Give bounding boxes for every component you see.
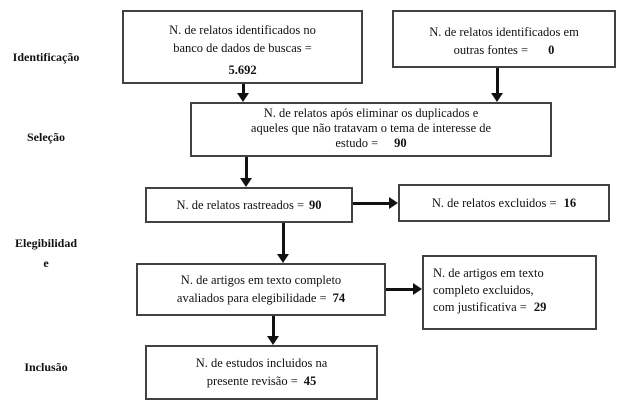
arrow-head	[389, 197, 398, 209]
box-after-duplicates-removed: N. de relatos após eliminar os duplicado…	[190, 102, 552, 157]
box-value: 5.692	[228, 63, 257, 77]
box-value: 0	[548, 43, 555, 57]
arrow-shaft	[244, 157, 248, 179]
box-text: avaliados para elegibilidade =	[176, 291, 327, 305]
box-value: 16	[563, 196, 577, 210]
box-text: estudo =	[335, 136, 379, 150]
box-text-line: N. de relatos rastreados = 90	[177, 196, 322, 214]
box-text-line: N. de relatos identificados em	[429, 25, 579, 39]
box-text: N. de relatos rastreados =	[176, 198, 305, 212]
box-text: presente revisão =	[206, 374, 298, 388]
stage-label-identification: Identificação	[12, 50, 80, 64]
box-text-line: estudo = 90	[192, 136, 550, 151]
box-fulltext-excluded: N. de artigos em texto completo excluido…	[422, 255, 597, 330]
box-text-line: presente revisão = 45	[147, 372, 376, 390]
arrow-shaft	[281, 223, 285, 255]
box-value: 29	[533, 300, 547, 314]
arrow-head	[413, 283, 422, 295]
box-text-line: N. de relatos excluidos = 16	[432, 194, 576, 212]
box-text-line: N. de estudos incluidos na	[195, 356, 328, 370]
arrow-shaft	[386, 287, 414, 291]
box-value: 74	[332, 291, 346, 305]
stage-label-eligibility: Elegibilidad e	[14, 236, 78, 270]
box-text: outras fontes =	[453, 43, 529, 57]
arrow-shaft	[241, 84, 245, 94]
box-text-line: aqueles que não tratavam o tema de inter…	[250, 121, 492, 135]
box-text-line: N. de artigos em texto completo	[180, 273, 342, 287]
box-records-screened: N. de relatos rastreados = 90	[145, 187, 353, 223]
arrow-head	[277, 254, 289, 263]
arrow-shaft	[271, 316, 275, 337]
box-text-line: N. de relatos após eliminar os duplicado…	[263, 106, 479, 120]
stage-label-selection: Seleção	[27, 130, 65, 144]
box-studies-included: N. de estudos incluidos na presente revi…	[145, 345, 378, 400]
arrow-head	[237, 93, 249, 102]
box-value: 45	[303, 374, 317, 388]
arrow-head	[267, 336, 279, 345]
box-fulltext-assessed: N. de artigos em texto completo avaliado…	[136, 263, 386, 316]
box-text-line: completo excluidos,	[433, 283, 534, 297]
box-identified-database: N. de relatos identificados no banco de …	[122, 10, 363, 84]
box-text-line: N. de artigos em texto	[433, 266, 544, 280]
box-records-excluded: N. de relatos excluidos = 16	[398, 184, 610, 222]
box-text-line: avaliados para elegibilidade = 74	[138, 289, 384, 307]
arrow-head	[240, 178, 252, 187]
stage-label-inclusion: Inclusão	[24, 360, 68, 374]
box-identified-other-sources: N. de relatos identificados em outras fo…	[392, 10, 616, 68]
box-text-line: outras fontes = 0	[394, 41, 614, 59]
arrow-shaft	[353, 201, 390, 205]
box-value: 90	[394, 136, 407, 150]
arrow-head	[491, 93, 503, 102]
box-text-line: N. de relatos identificados no	[169, 23, 316, 37]
box-value: 90	[309, 198, 322, 212]
box-text-line: banco de dados de buscas =	[173, 41, 312, 55]
box-text: com justificativa =	[433, 300, 527, 314]
box-text-line: com justificativa = 29	[433, 299, 589, 316]
arrow-shaft	[495, 68, 499, 94]
box-text: N. de relatos excluidos =	[431, 196, 557, 210]
